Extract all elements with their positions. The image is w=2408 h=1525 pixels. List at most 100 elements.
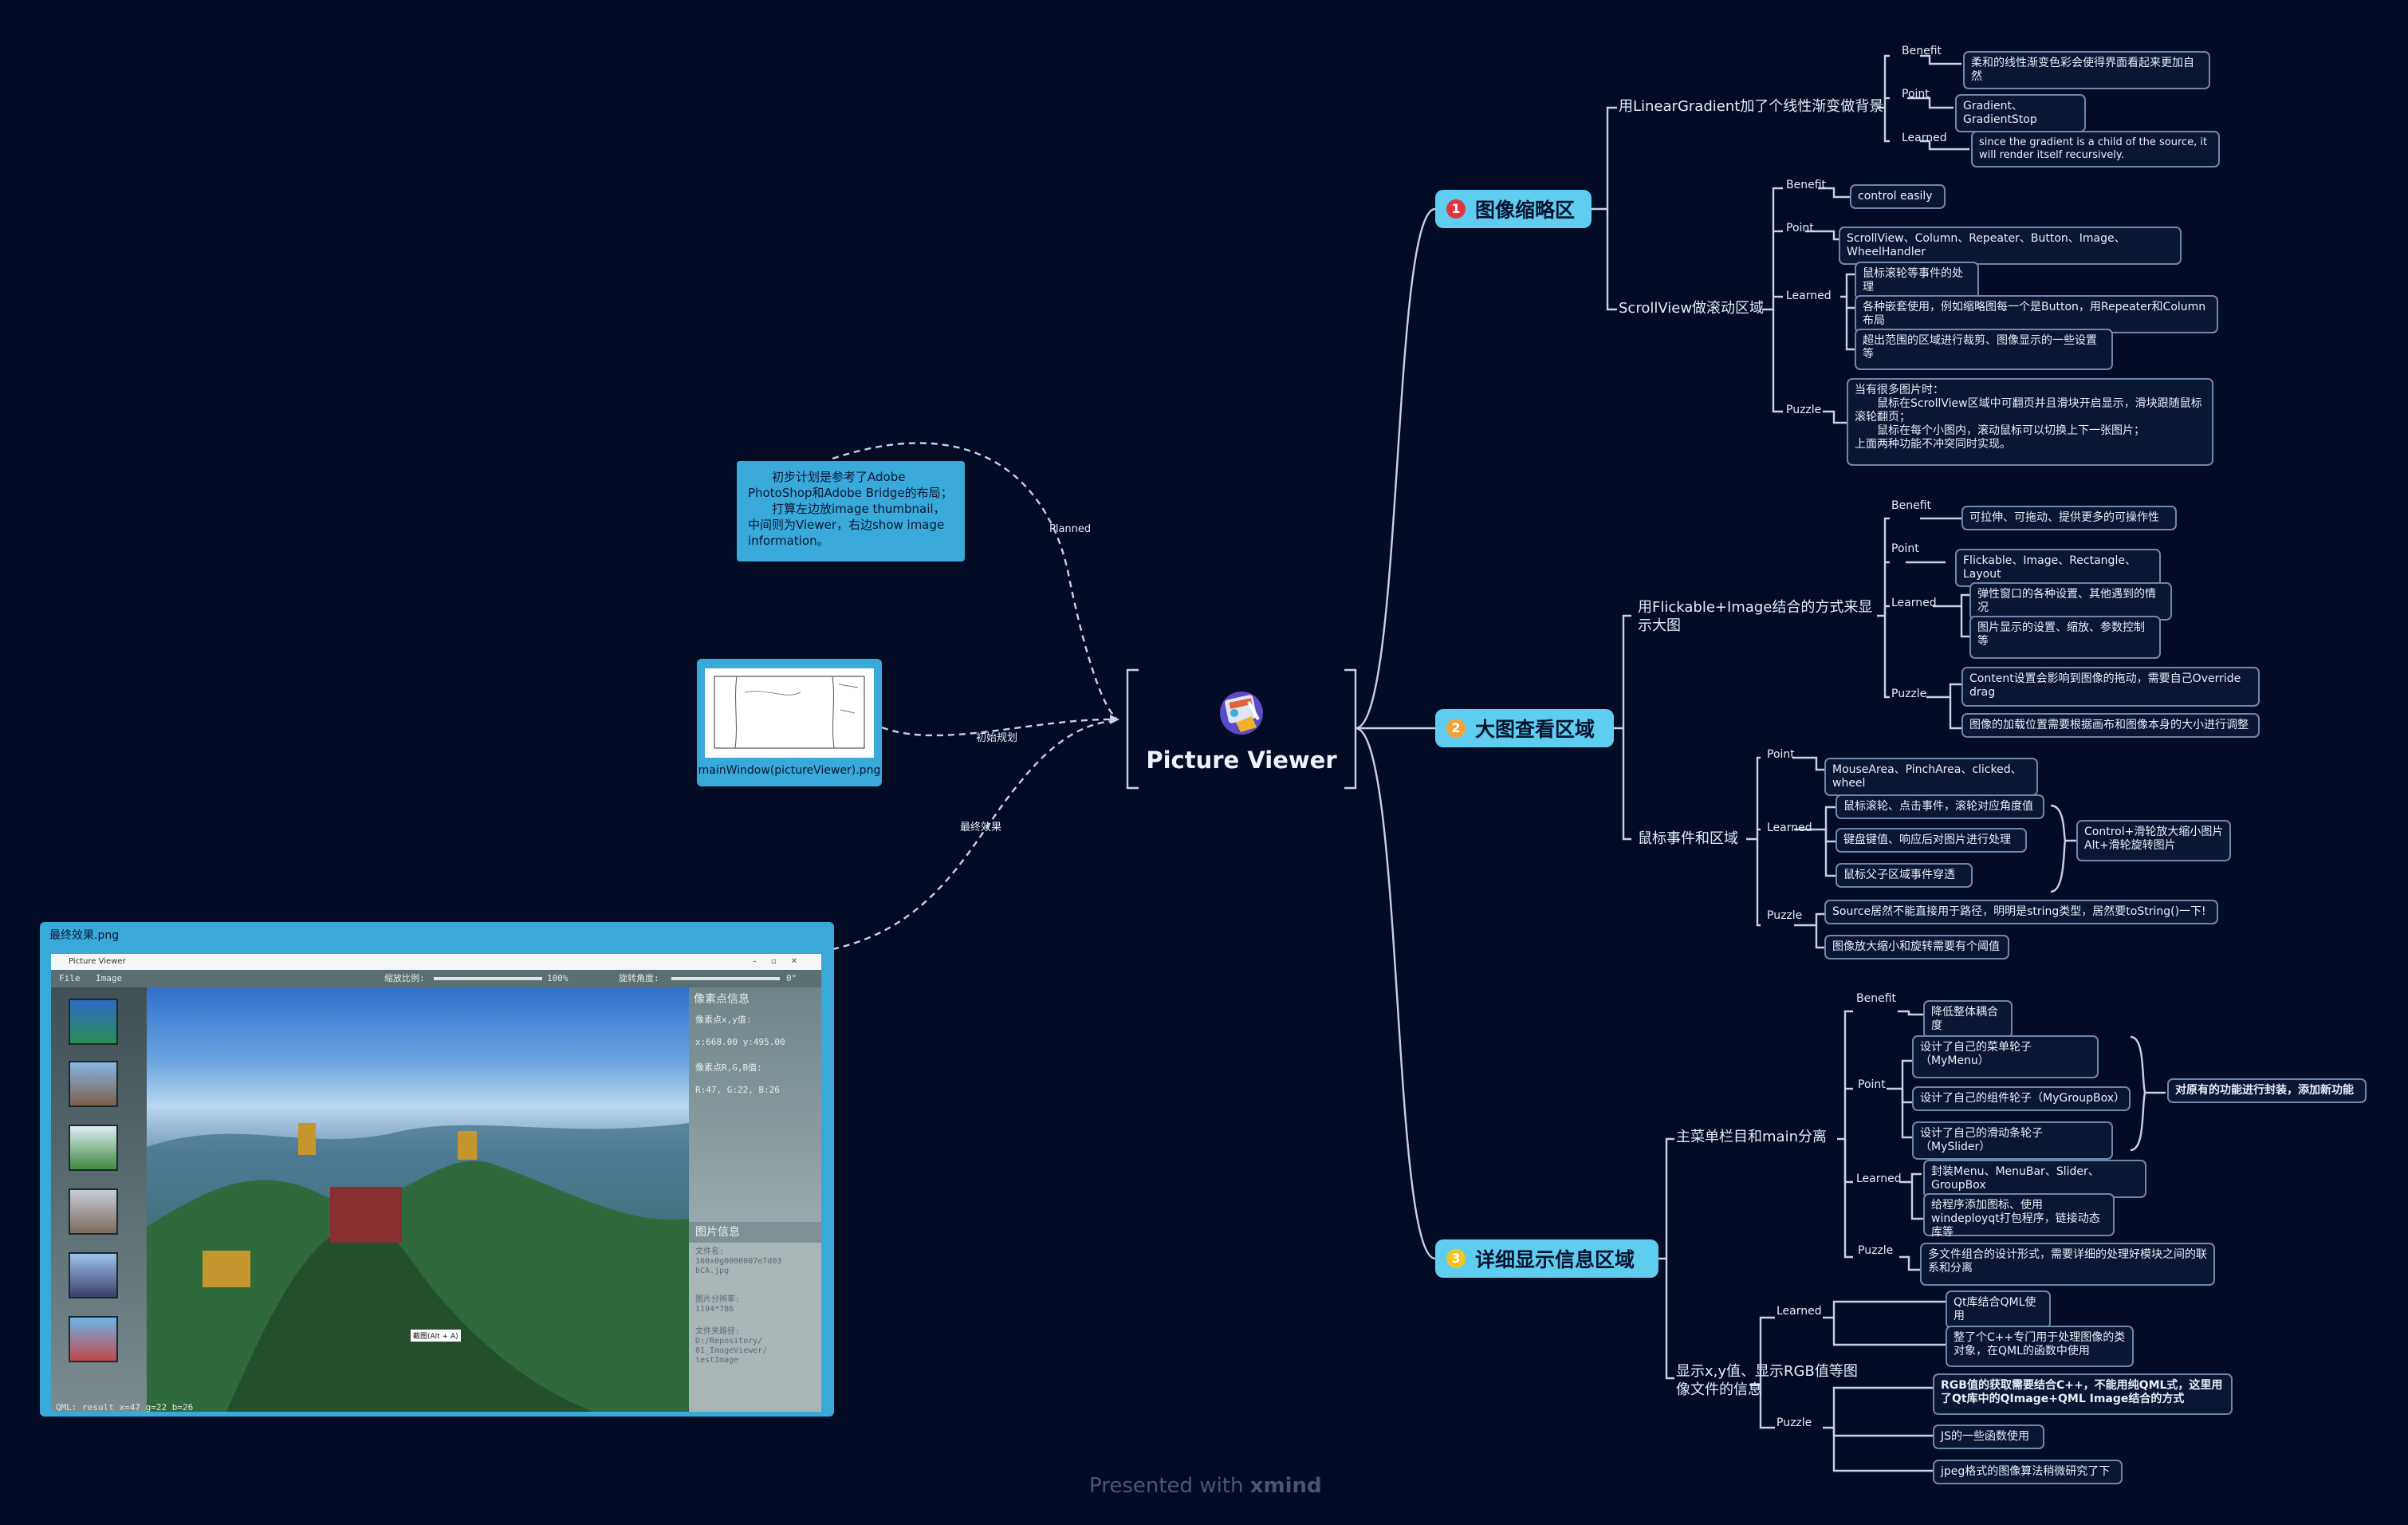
pixel-xy-value: x:668.00 y:495.00 <box>695 1037 785 1047</box>
b1-sub2-point[interactable]: ScrollView、Column、Repeater、Button、Image、… <box>1839 227 2182 265</box>
b3-sub2-learned-2[interactable]: 整了个C++专门用于处理图像的类对象，在QML的函数中使用 <box>1946 1326 2134 1367</box>
b2-sub2-point[interactable]: MouseArea、PinchArea、clicked、wheel <box>1824 758 2038 796</box>
b1-sub2-puzzle[interactable]: 当有很多图片时： 鼠标在ScrollView区域中可翻页并且滑块开启显示，滑块跟… <box>1847 378 2213 466</box>
b1-sub2-learned-1[interactable]: 鼠标滚轮等事件的处理 <box>1855 262 1979 300</box>
b1-sub1-benefit[interactable]: 柔和的线性渐变色彩会使得界面看起来更加自然 <box>1963 51 2210 89</box>
b2-sub2-learned-2[interactable]: 键盘键值、响应后对图片进行处理 <box>1836 828 2027 853</box>
b2-sub2-summary[interactable]: Control+滑轮放大缩小图片 Alt+滑轮旋转图片 <box>2076 820 2231 861</box>
b3-sub1-point-1[interactable]: 设计了自己的菜单轮子（MyMenu） <box>1912 1035 2099 1078</box>
zoom-label: 缩放比例: <box>384 973 425 983</box>
b2-sub1-benefit[interactable]: 可拉伸、可拖动、提供更多的可操作性 <box>1961 506 2177 530</box>
thumbnail[interactable] <box>69 1252 118 1298</box>
menu-image[interactable]: Image <box>96 973 123 983</box>
window-title: Picture Viewer <box>69 957 126 966</box>
app-window: Picture Viewer –▫✕ File Image 缩放比例: 100%… <box>51 954 821 1412</box>
image-info-panel: 图片信息 文件名: 160x0g0000007e7d03 bCA.jpg 图片分… <box>689 1222 821 1412</box>
topic-number-2-icon: 2 <box>1446 719 1466 738</box>
footer-brand: xmind <box>1249 1474 1322 1498</box>
b3-sub2-learned-1[interactable]: Qt库结合QML使用 <box>1946 1291 2051 1329</box>
b2-sub1-title[interactable]: 用Flickable+Image结合的方式来显示大图 <box>1638 599 1873 634</box>
zoom-value: 100% <box>547 973 569 983</box>
pixel-info-title: 像素点信息 <box>694 993 750 1006</box>
b2-sub1-puzzle-2[interactable]: 图像的加载位置需要根据画布和图像本身的大小进行调整 <box>1961 713 2260 738</box>
b3-sub1-point-2[interactable]: 设计了自己的组件轮子（MyGroupBox） <box>1912 1086 2131 1111</box>
main-topic-1[interactable]: 1 图像缩略区 <box>1435 190 1592 228</box>
central-topic[interactable]: Picture Viewer <box>1139 670 1344 788</box>
thumbnail[interactable] <box>69 1316 118 1362</box>
pixel-rgb-value: R:47, G:22, B:26 <box>695 1085 780 1095</box>
b3-sub1-benefit[interactable]: 降低整体耦合度 <box>1923 1000 2013 1038</box>
b1-sub2-learned-2[interactable]: 各种嵌套使用，例如缩略图每一个是Button，用Repeater和Column布… <box>1855 295 2218 333</box>
b2-sub2-learned-3[interactable]: 鼠标父子区域事件穿透 <box>1836 863 1973 888</box>
b3-sub2-puzzle-label: Puzzle <box>1776 1417 1812 1429</box>
b3-sub1-learned-2[interactable]: 给程序添加图标、使用windeployqt打包程序，链接动态库等 <box>1923 1193 2115 1239</box>
b1-sub1-learned-label: Learned <box>1902 132 1947 144</box>
b3-sub1-puzzle-label: Puzzle <box>1858 1244 1894 1257</box>
window-titlebar: Picture Viewer –▫✕ <box>51 954 821 970</box>
b1-sub2-learned-3[interactable]: 超出范围的区域进行裁剪、图像显示的一些设置等 <box>1855 329 2113 370</box>
menu-file[interactable]: File <box>59 973 81 983</box>
b2-sub1-learned-2[interactable]: 图片显示的设置、缩放、参数控制等 <box>1969 616 2161 659</box>
b2-sub1-puzzle-1[interactable]: Content设置会影响到图像的拖动，需要自己Override drag <box>1961 667 2260 707</box>
b2-sub2-puzzle-1[interactable]: Source居然不能直接用于路径，明明是string类型，居然要toString… <box>1824 900 2218 924</box>
b1-sub1-point-label: Point <box>1902 88 1930 100</box>
b2-sub2-title[interactable]: 鼠标事件和区域 <box>1638 830 1738 847</box>
status-line: QML: result x=47 g=22 b=26 <box>56 1402 194 1412</box>
final-screenshot-card[interactable]: 最终效果.png Picture Viewer –▫✕ File Image 缩… <box>40 922 834 1417</box>
pixel-xy-label: 像素点x,y值: <box>695 1015 752 1025</box>
app-menubar: File Image 缩放比例: 100% 旋转角度: 0° <box>51 970 821 987</box>
b1-sub1-title[interactable]: 用LinearGradient加了个线性渐变做背景 <box>1619 98 1884 115</box>
b1-sub1-point[interactable]: Gradient、GradientStop <box>1955 94 2086 132</box>
thumbnail-column <box>51 987 147 1412</box>
image-filename: 文件名: 160x0g0000007e7d03 bCA.jpg <box>695 1247 782 1275</box>
b3-sub1-learned-label: Learned <box>1856 1172 1902 1185</box>
rotate-slider[interactable] <box>671 977 780 980</box>
topic-number-1-icon: 1 <box>1446 199 1466 219</box>
thumbnail[interactable] <box>69 1061 118 1107</box>
zoom-slider[interactable] <box>434 977 542 980</box>
b1-sub2-benefit-label: Benefit <box>1786 179 1827 191</box>
b3-sub1-point-3[interactable]: 设计了自己的滑动条轮子（MySlider） <box>1912 1121 2113 1160</box>
b3-sub1-puzzle[interactable]: 多文件组合的设计形式，需要详细的处理好模块之间的联系和分离 <box>1920 1243 2215 1286</box>
b2-sub2-puzzle-2[interactable]: 图像放大缩小和旋转需要有个阈值 <box>1824 935 2009 960</box>
planning-note[interactable]: 初步计划是参考了Adobe PhotoShop和Adobe Bridge的布局；… <box>737 461 965 562</box>
b3-sub2-puzzle-1[interactable]: RGB值的获取需要结合C++，不能用纯QML式，这里用了Qt库中的QImage+… <box>1933 1373 2233 1415</box>
thumbnail[interactable] <box>69 1125 118 1171</box>
main-image-view[interactable]: 截图(Alt + A) <box>147 987 689 1412</box>
main-topic-3[interactable]: 3 详细显示信息区域 <box>1435 1239 1658 1278</box>
main-topic-1-label: 图像缩略区 <box>1475 199 1576 222</box>
b3-sub2-title[interactable]: 显示x,y值、显示RGB值等图像文件的信息 <box>1676 1363 1858 1398</box>
window-controls: –▫✕ <box>752 957 812 966</box>
b1-sub1-learned[interactable]: since the gradient is a child of the sou… <box>1971 131 2220 167</box>
b1-sub2-title[interactable]: ScrollView做滚动区域 <box>1619 300 1765 317</box>
central-title: Picture Viewer <box>1146 747 1337 774</box>
sketch-image <box>705 668 874 758</box>
image-folder-path: 文件夹路径: D:/Repository/ 01_ImageViewer/ te… <box>695 1327 768 1365</box>
main-topic-2-label: 大图查看区域 <box>1475 718 1595 741</box>
b2-sub2-learned-1[interactable]: 鼠标滚轮、点击事件，滚轮对应角度值 <box>1836 794 2044 819</box>
b3-sub1-summary[interactable]: 对原有的功能进行封装，添加新功能 <box>2167 1078 2367 1103</box>
b3-sub2-puzzle-3[interactable]: jpeg格式的图像算法稍微研究了下 <box>1933 1460 2123 1484</box>
b2-sub1-learned-label: Learned <box>1891 597 1937 609</box>
final-caption: 最终效果.png <box>49 929 120 942</box>
b3-sub1-title[interactable]: 主菜单栏目和main分离 <box>1676 1129 1827 1145</box>
pixel-rgb-label: 像素点R,G,B值: <box>695 1062 762 1073</box>
sketch-image-card[interactable]: mainWindow(pictureViewer).png <box>697 659 882 786</box>
thumbnail[interactable] <box>69 1188 118 1235</box>
b1-sub2-benefit[interactable]: control easily <box>1850 184 1946 209</box>
b2-sub2-point-label: Point <box>1767 748 1795 761</box>
b3-sub1-learned-1[interactable]: 封装Menu、MenuBar、Slider、GroupBox <box>1923 1160 2146 1198</box>
footer-prefix: Presented with <box>1089 1474 1244 1498</box>
b2-sub1-puzzle-label: Puzzle <box>1891 688 1927 700</box>
final-effect-label: 最终效果 <box>960 822 1002 833</box>
b2-sub1-learned-1[interactable]: 弹性窗口的各种设置、其他遇到的情况 <box>1969 582 2172 621</box>
b1-sub1-benefit-label: Benefit <box>1902 45 1942 57</box>
b3-sub2-puzzle-2[interactable]: JS的一些函数使用 <box>1933 1425 2044 1449</box>
thumbnail[interactable] <box>69 999 118 1045</box>
main-topic-2[interactable]: 2 大图查看区域 <box>1435 709 1614 747</box>
b2-sub1-point[interactable]: Flickable、Image、Rectangle、Layout <box>1955 549 2161 587</box>
image-info-title: 图片信息 <box>689 1222 821 1243</box>
b2-sub1-benefit-label: Benefit <box>1891 499 1932 512</box>
b3-sub2-learned-label: Learned <box>1776 1305 1822 1318</box>
